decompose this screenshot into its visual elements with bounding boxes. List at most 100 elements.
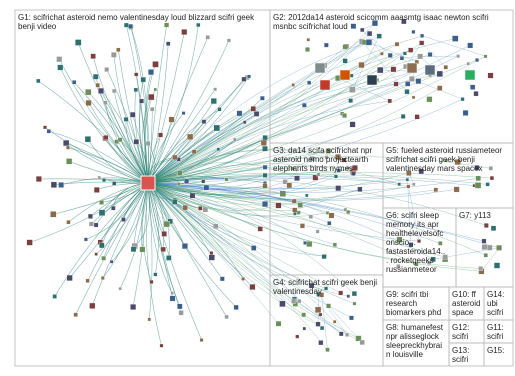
node-avatar: [202, 206, 209, 213]
edge: [405, 42, 422, 67]
node-avatar: [365, 39, 373, 46]
node-avatar: [210, 98, 217, 105]
node-avatar: [328, 212, 335, 219]
node-avatar: [118, 286, 122, 291]
node-avatar: [279, 300, 286, 307]
group-label-g15: G15:: [487, 346, 505, 355]
edge: [147, 40, 230, 184]
node-avatar: [257, 226, 263, 232]
node-avatar: [109, 259, 114, 264]
group-label-g5: G5: fueled asteroid russiameteor scifric…: [386, 146, 503, 173]
node-avatar: [291, 298, 297, 304]
node-avatar: [73, 312, 78, 317]
edge: [147, 79, 378, 184]
node-avatar: [309, 156, 315, 162]
node-avatar: [158, 132, 163, 138]
node-avatar: [387, 52, 393, 58]
edge: [147, 166, 355, 184]
edge: [147, 182, 363, 343]
node-avatar: [406, 62, 418, 74]
node-avatar: [349, 73, 354, 78]
node-avatar: [224, 177, 229, 182]
node-avatar: [351, 291, 357, 297]
node-avatar: [291, 198, 297, 204]
node-avatar: [345, 332, 350, 337]
edge: [147, 182, 223, 280]
node-avatar: [87, 213, 93, 219]
node-avatar: [485, 182, 490, 187]
edge: [118, 49, 149, 184]
node-avatar: [170, 291, 174, 295]
node-avatar: [90, 53, 96, 59]
node-avatar: [101, 255, 106, 261]
edge: [147, 182, 173, 299]
node-avatar: [134, 72, 139, 77]
node-avatar: [208, 254, 215, 261]
edge: [147, 182, 359, 339]
edge: [95, 182, 149, 255]
node-avatar: [342, 113, 347, 118]
node-avatar: [427, 52, 433, 57]
edge: [147, 182, 244, 279]
edge: [147, 31, 185, 184]
node-avatar: [172, 199, 178, 205]
node-avatar: [308, 214, 313, 219]
edge: [147, 98, 263, 184]
edge: [38, 178, 149, 184]
edge: [147, 179, 408, 190]
edge: [147, 182, 355, 294]
group-label-g9: G9: scifri tbi research biomarkers phd: [386, 290, 442, 317]
node-avatar: [178, 310, 184, 316]
edge: [147, 182, 181, 307]
node-avatar: [303, 241, 307, 245]
node-avatar: [93, 187, 100, 193]
node-avatar: [366, 30, 373, 37]
edge: [147, 182, 295, 216]
edge: [61, 177, 149, 186]
edge: [147, 42, 365, 184]
node-avatar: [483, 223, 489, 228]
node-avatar: [148, 93, 155, 101]
node-avatar: [481, 244, 488, 250]
node-avatar: [152, 61, 159, 68]
node-avatar: [387, 98, 392, 104]
edge: [147, 83, 397, 184]
node-avatar: [189, 192, 196, 199]
node-avatar: [305, 193, 309, 198]
edge: [147, 182, 330, 224]
node-avatar: [319, 325, 325, 331]
edge: [59, 67, 149, 184]
node-avatar: [85, 99, 92, 106]
edge: [147, 182, 325, 257]
edge: [147, 150, 329, 184]
node-avatar: [56, 56, 63, 63]
group-label-g13: G13: scifri: [452, 346, 470, 364]
edge: [147, 182, 482, 272]
node-avatar: [75, 39, 82, 46]
node-avatar: [58, 182, 64, 188]
node-avatar: [262, 201, 268, 208]
edge: [147, 175, 266, 187]
node-avatar: [405, 177, 410, 182]
node-avatar: [100, 276, 105, 280]
node-avatar: [411, 29, 416, 34]
node-avatar: [357, 186, 363, 192]
edge: [147, 172, 409, 194]
group-label-g6: G6: scifri sleep memory its apr healthel…: [386, 211, 446, 274]
node-avatar: [199, 338, 204, 342]
edge: [147, 54, 431, 184]
edge: [408, 186, 420, 242]
edge: [147, 149, 327, 184]
node-avatar: [341, 157, 347, 163]
edge: [38, 80, 149, 184]
node-avatar: [377, 66, 384, 74]
edge: [285, 158, 313, 182]
node-avatar: [406, 170, 412, 176]
group-box-g15: [483, 342, 514, 367]
node-avatar: [292, 207, 298, 213]
edge: [147, 43, 398, 184]
edge: [362, 29, 382, 54]
edge: [48, 130, 149, 184]
node-avatar: [314, 62, 326, 74]
node-avatar: [94, 252, 98, 256]
